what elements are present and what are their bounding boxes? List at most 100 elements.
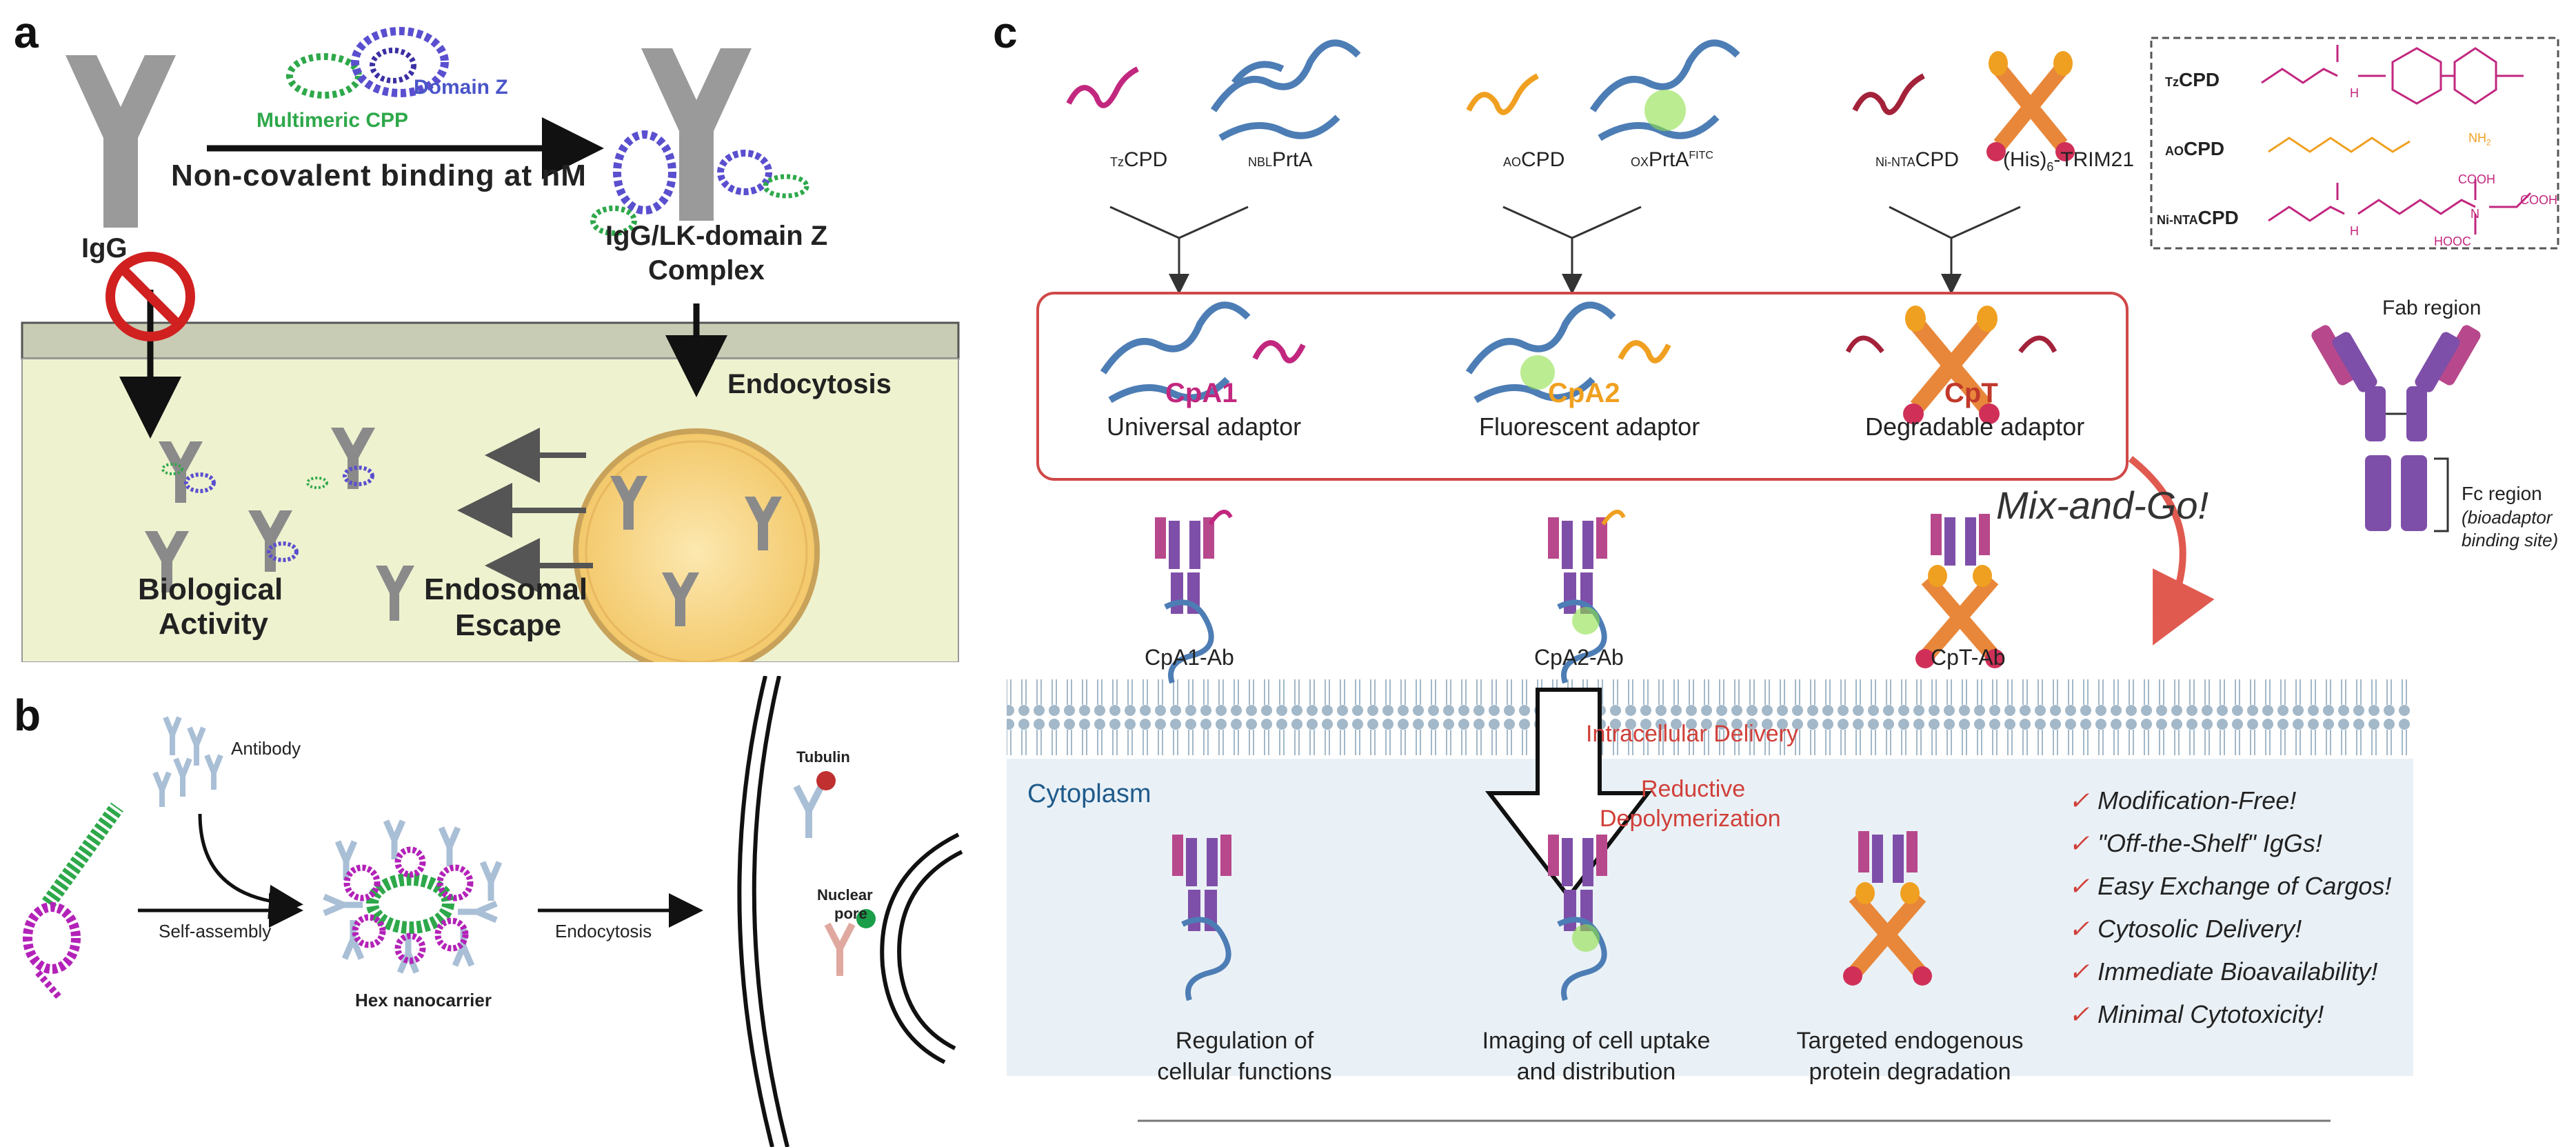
chem-ni-main: CPD <box>2197 207 2239 228</box>
outcome-3-antibody <box>1843 831 1932 986</box>
feature-text: "Off-the-Shelf" IgGs! <box>2097 829 2322 857</box>
chem-ao-label: AOCPD <box>2165 138 2224 160</box>
escape-label-line1: Endosomal <box>424 572 588 606</box>
mix-and-go-arrow <box>2128 456 2215 646</box>
tz-cpd-sub: Tz <box>1110 155 1124 169</box>
chem-nh2: NH2 <box>2468 131 2491 148</box>
cpa2-ab-complex <box>1548 510 1626 684</box>
adaptor-cpt-name: CpT <box>1944 378 1998 408</box>
chem-ni-label: Ni-NTACPD <box>2157 207 2239 229</box>
endocytosis-label: Endocytosis <box>727 369 892 399</box>
antibody-label: Antibody <box>231 738 301 759</box>
membrane-bilayer <box>1007 676 2413 766</box>
feature-text: Easy Exchange of Cargos! <box>2097 872 2392 900</box>
ni-cpd-peptide <box>1852 73 1925 115</box>
chem-tz-main: CPD <box>2179 69 2220 90</box>
igg-complex-antibody <box>641 48 752 221</box>
escape-label-line2: Escape <box>455 608 562 642</box>
domain-z-label: Domain Z <box>414 76 508 99</box>
ao-cpd-main: CPD <box>1521 148 1565 171</box>
chem-box <box>2150 37 2559 250</box>
reductive-line2: Depolymerization <box>1600 806 1781 832</box>
feature-text: Immediate Bioavailability! <box>2097 957 2378 986</box>
binding-label: Non-covalent binding at nM <box>171 159 587 192</box>
outcome-1-line2: cellular functions <box>1157 1059 1332 1085</box>
feature-list: ✓Modification-Free! ✓"Off-the-Shelf" IgG… <box>2069 779 2391 1036</box>
cell-membrane-inner <box>752 676 789 1147</box>
trim21-protein <box>1986 51 2075 161</box>
chem-nh-sub: 2 <box>2486 137 2491 148</box>
ox-prta-sup: FITC <box>1689 150 1713 161</box>
complex-cpa1-ab: CpA1-Ab <box>1145 645 1234 670</box>
outcome-1-antibody <box>1172 835 1231 1001</box>
complex-label-line2: Complex <box>648 255 765 286</box>
cpa2-structure <box>1465 301 1616 403</box>
adaptor-cpa1-desc: Universal adaptor <box>1107 412 1302 441</box>
ox-prta-sub: OX <box>1631 155 1649 169</box>
cpt-structure <box>1845 306 2057 424</box>
cpt-ab-complex <box>1915 514 2004 668</box>
cytoplasm-region <box>1007 759 2413 1076</box>
ni-nta-structure <box>2268 179 2532 235</box>
panel-c-diagram <box>1007 37 2559 1122</box>
tz-cpd-main: CPD <box>1124 148 1168 171</box>
prta-protein-2 <box>1589 39 1740 141</box>
feature-text: Minimal Cytotoxicity! <box>2097 1000 2324 1028</box>
adaptor-box <box>1036 292 2129 481</box>
reductive-line1: Reductive <box>1641 776 1746 802</box>
mix-and-go-label: Mix-and-Go! <box>1996 483 2209 527</box>
cpa1-structure <box>1100 301 1251 403</box>
igg-large-antibody <box>66 55 176 228</box>
ao-structure <box>2268 137 2411 153</box>
chem-ao-main: CPD <box>2184 138 2225 159</box>
trim-text: -TRIM21 <box>2053 148 2135 171</box>
feature-item: ✓Cytosolic Delivery! <box>2069 908 2391 950</box>
multimeric-cpp-label: Multimeric CPP <box>256 109 409 132</box>
check-icon: ✓ <box>2069 1000 2090 1028</box>
hex-nanocarrier-label: Hex nanocarrier <box>355 990 492 1010</box>
his-text: (His) <box>2003 148 2047 171</box>
adaptor-cpa2-desc: Fluorescent adaptor <box>1479 412 1700 441</box>
panel-b-letter: b <box>14 690 41 740</box>
bioadaptor-line2: binding site) <box>2462 530 2559 550</box>
feature-text: Cytosolic Delivery! <box>2097 915 2302 943</box>
chem-h1: H <box>2350 86 2359 100</box>
chem-hooc: HOOC <box>2434 235 2471 248</box>
assembly-curve <box>198 813 303 919</box>
antibody-cluster <box>152 716 223 807</box>
hex-nanocarrier <box>323 819 503 974</box>
complex-cpt-ab: CpT-Ab <box>1931 645 2006 670</box>
ni-cpd-main: CPD <box>1915 148 1959 171</box>
tz-cpd-label: TzCPD <box>1110 148 1167 172</box>
cpp-domain-z-structure <box>286 27 449 99</box>
feature-item: ✓Easy Exchange of Cargos! <box>2069 865 2391 908</box>
nuclear-label-line2: pore <box>834 905 867 922</box>
free-helices <box>161 463 374 562</box>
check-icon: ✓ <box>2069 872 2090 900</box>
endosome <box>573 428 820 662</box>
intracellular-label: Intracellular Delivery <box>1586 721 1798 747</box>
ox-prta-main: PrtA <box>1649 148 1689 171</box>
self-assembly-label: Self-assembly <box>159 921 272 941</box>
panel-c-letter: c <box>993 8 1018 57</box>
endosome-antibodies <box>610 476 782 626</box>
feature-item: ✓Modification-Free! <box>2069 779 2391 822</box>
bioadaptor-line1: (bioadaptor <box>2462 507 2553 528</box>
ao-cpd-sub: AO <box>1503 155 1522 169</box>
check-icon: ✓ <box>2069 957 2090 986</box>
feature-item: ✓"Off-the-Shelf" IgGs! <box>2069 822 2391 865</box>
nuclear-label-line1: Nuclear <box>817 886 873 904</box>
adaptor-cpa1-name: CpA1 <box>1165 378 1238 408</box>
check-icon: ✓ <box>2069 915 2090 943</box>
chem-nh-text: NH <box>2468 131 2486 145</box>
prohibition-icon <box>105 252 195 341</box>
free-antibodies <box>145 428 414 621</box>
chem-cooh1: COOH <box>2458 172 2495 186</box>
cpa1-ab-complex <box>1155 510 1233 684</box>
nbl-prta-main: PrtA <box>1272 148 1313 171</box>
tubulin-label: Tubulin <box>796 748 850 766</box>
igg-label: IgG <box>81 233 128 263</box>
tubulin-antibody <box>793 784 825 838</box>
biological-label-line2: Activity <box>159 607 268 641</box>
feature-text: Modification-Free! <box>2097 786 2297 815</box>
